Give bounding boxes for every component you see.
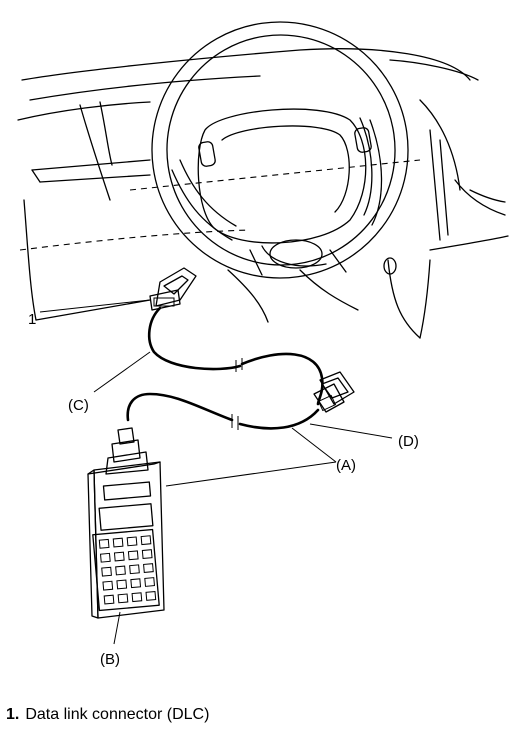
- adapter-d: [313, 371, 355, 413]
- callout-1: 1: [28, 311, 36, 328]
- cable-a: [105, 392, 320, 475]
- callout-d: (D): [398, 433, 419, 450]
- hand-held-tester: [87, 461, 165, 619]
- cable-c: [147, 306, 324, 406]
- leader-a-2: [291, 427, 337, 463]
- caption-text: Data link connector (DLC): [25, 706, 210, 723]
- callout-b: (B): [100, 651, 120, 668]
- steering-wheel: [151, 21, 409, 279]
- callout-a: (A): [336, 457, 356, 474]
- leader-lines: [39, 299, 393, 645]
- leader-1: [39, 299, 151, 313]
- tester-keypad: [98, 535, 157, 605]
- caption-number: 1.: [6, 706, 20, 723]
- leader-c: [93, 351, 151, 393]
- leader-a-1: [165, 461, 337, 487]
- leader-b: [113, 611, 121, 645]
- data-link-connector: [149, 267, 197, 311]
- figure-caption: 1. Data link connector (DLC): [6, 706, 209, 724]
- dashboard: [17, 48, 509, 339]
- callout-c: (C): [68, 397, 89, 414]
- leader-d: [309, 423, 393, 439]
